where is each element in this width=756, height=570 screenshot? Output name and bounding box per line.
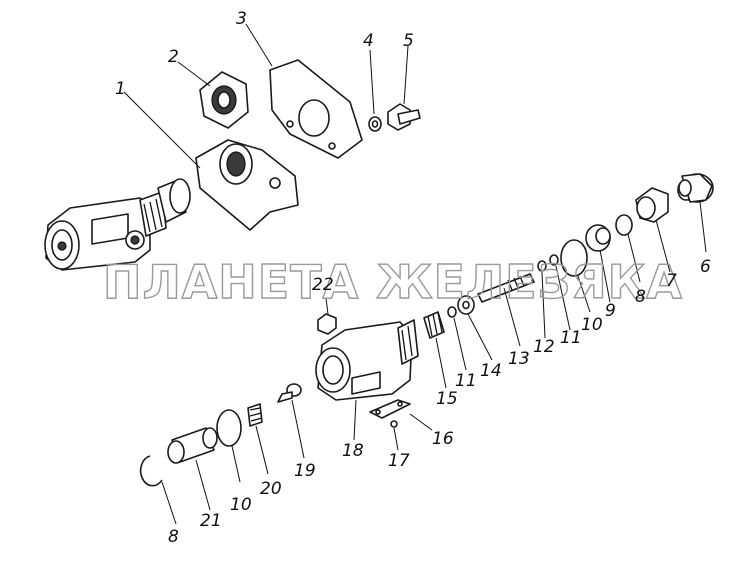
callout-4: 4 [363, 31, 374, 51]
callout-16: 16 [432, 429, 454, 449]
callout-8-lower: 8 [168, 527, 179, 547]
nut-part [199, 71, 249, 129]
screw-small-part [390, 420, 398, 428]
valve-assembly-upper [44, 178, 191, 271]
cap-part [677, 173, 714, 203]
bracket-part [195, 139, 299, 231]
washer-part [368, 116, 382, 132]
callout-19: 19 [294, 461, 316, 481]
callout-3: 3 [236, 9, 247, 29]
callout-5: 5 [403, 31, 414, 51]
fitting-part [317, 313, 337, 335]
callout-21: 21 [200, 511, 222, 531]
gasket-plate-part [269, 59, 363, 159]
callout-12: 12 [533, 337, 555, 357]
shaft-ring-part [537, 254, 559, 272]
callout-22: 22 [312, 275, 334, 295]
ring-part [447, 306, 457, 318]
piston-part [167, 427, 218, 464]
callout-7: 7 [666, 271, 677, 291]
callout-11-lower: 11 [455, 371, 477, 391]
bolt-part [387, 103, 421, 131]
callout-18: 18 [342, 441, 364, 461]
snap-ring-upper [615, 214, 633, 236]
callout-6: 6 [700, 257, 711, 277]
callout-2: 2 [168, 47, 179, 67]
stem-part [477, 273, 535, 303]
o-ring-lower [216, 409, 242, 447]
spring-part [423, 311, 445, 339]
bolt-lower-part [277, 383, 302, 403]
seal-cup-part [635, 187, 669, 223]
callout-8-upper: 8 [635, 287, 646, 307]
o-ring-upper [560, 239, 588, 277]
snap-ring-lower [139, 455, 163, 487]
callout-15: 15 [436, 389, 458, 409]
piston-upper-part [585, 224, 611, 252]
callout-20: 20 [260, 479, 282, 499]
callout-10-upper: 10 [581, 315, 603, 335]
watermark-text: ПЛАНЕТА ЖЕЛЕЗЯКА [103, 255, 683, 309]
callout-1: 1 [115, 79, 126, 99]
cover-plate-part [369, 399, 411, 419]
callout-13: 13 [508, 349, 530, 369]
callout-11-upper: 11 [560, 328, 582, 348]
washer-large-part [457, 295, 475, 315]
spring-small-part [247, 403, 263, 427]
callout-9: 9 [605, 301, 616, 321]
callout-14: 14 [480, 361, 502, 381]
callout-labels: 1 2 3 4 5 6 7 8 9 10 11 12 13 14 11 15 1… [115, 9, 711, 547]
leader-lines [123, 23, 707, 525]
valve-body-part [315, 319, 419, 401]
callout-17: 17 [388, 451, 410, 471]
callout-10-lower: 10 [230, 495, 252, 515]
